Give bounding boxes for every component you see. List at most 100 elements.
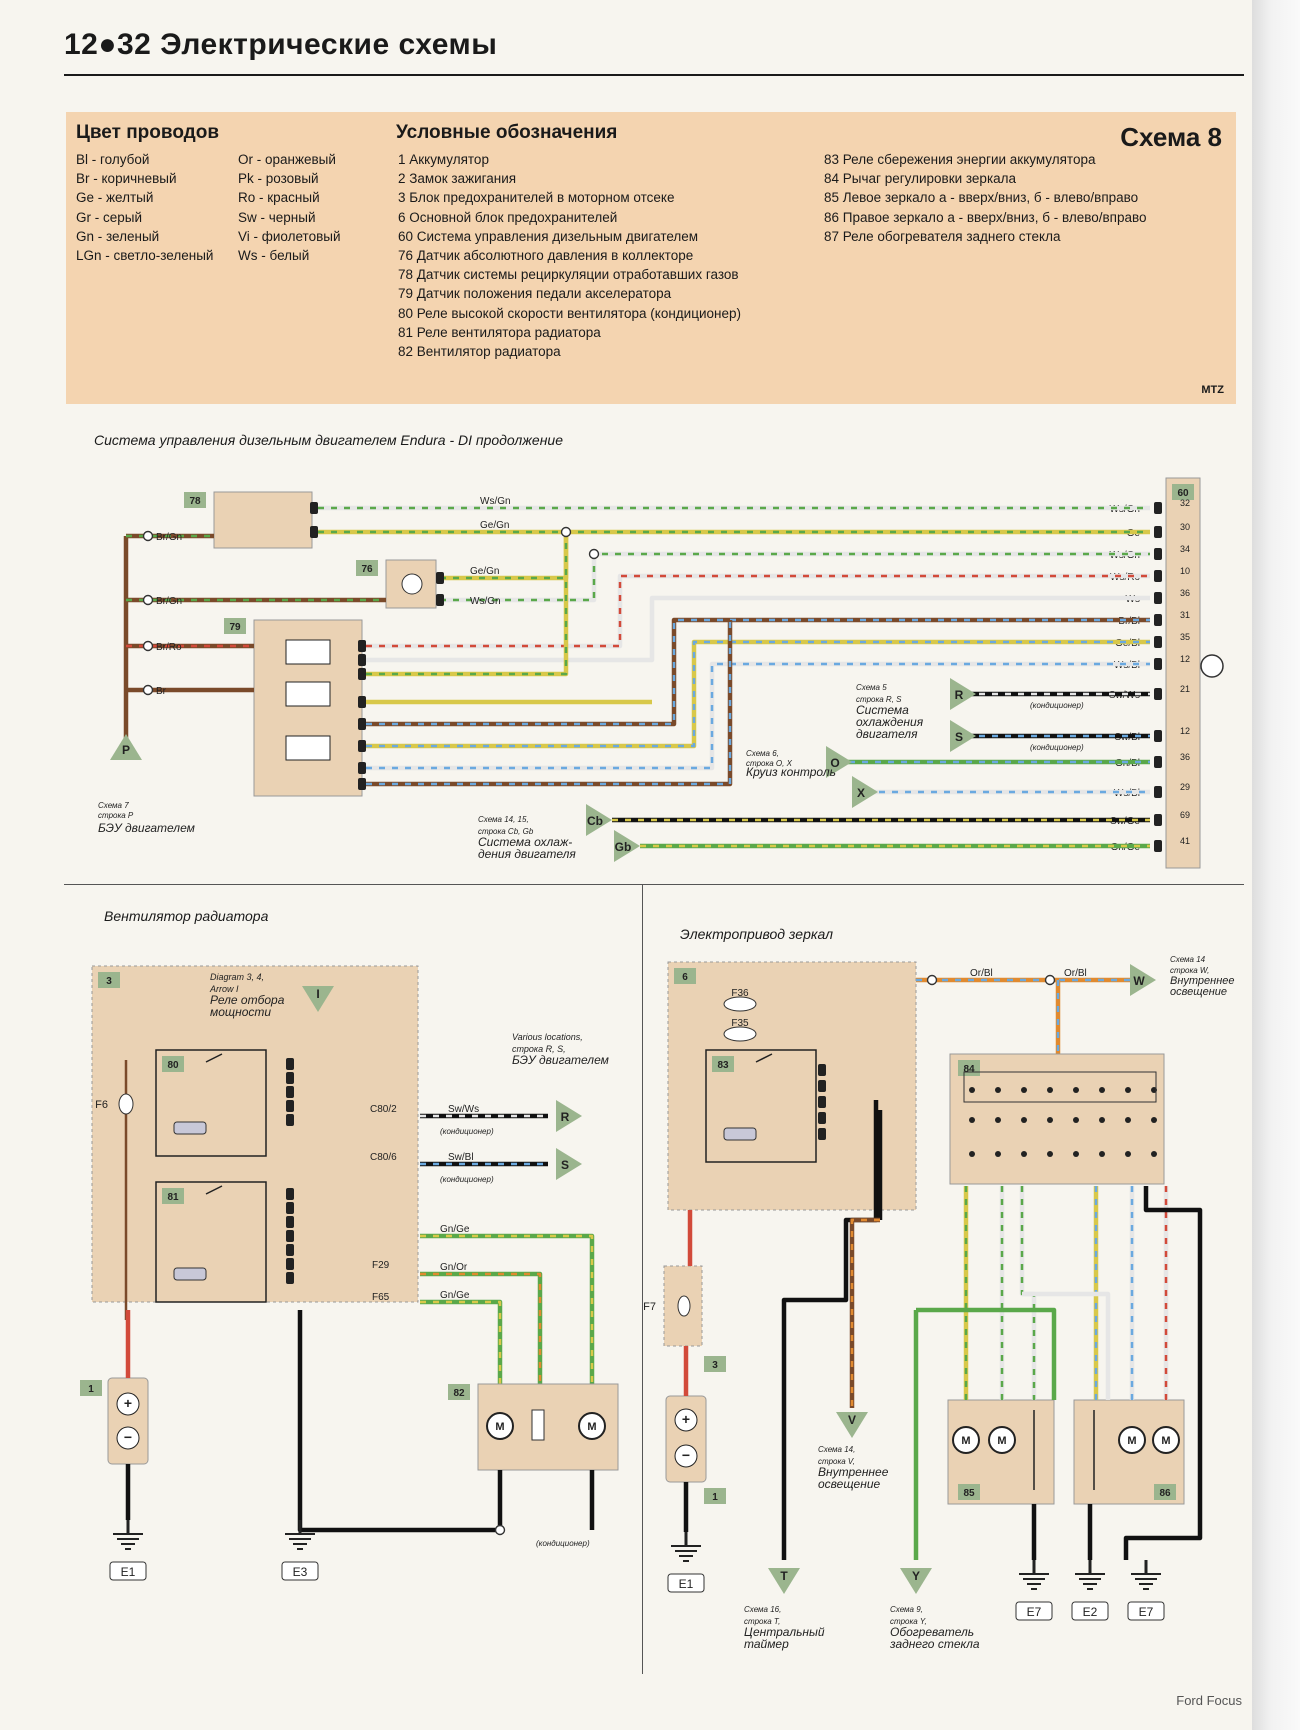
fuse-f35 bbox=[723, 1026, 757, 1042]
connector-pin bbox=[818, 1096, 826, 1108]
component-number: 78 bbox=[189, 496, 201, 507]
legend-line: Or - оранжевый bbox=[238, 152, 336, 167]
ground-tag bbox=[281, 1561, 319, 1581]
legend-line: Ws - белый bbox=[238, 248, 310, 264]
note-text: (кондиционер) bbox=[440, 1175, 494, 1184]
connector-pin bbox=[286, 1086, 294, 1098]
wire-fan-3-stripe bbox=[420, 1300, 502, 1390]
note-text: двигателя bbox=[856, 727, 918, 741]
relay-outline bbox=[155, 1181, 267, 1303]
connector-letter: W bbox=[1133, 974, 1145, 988]
ground-tag bbox=[109, 1561, 147, 1581]
legend-line: 3 Блок предохранителей в моторном отсеке bbox=[398, 190, 675, 206]
splice-dot bbox=[995, 1117, 1001, 1123]
component-number: 3 bbox=[106, 976, 112, 987]
component-number: 83 bbox=[717, 1060, 729, 1071]
wire-label: Br bbox=[156, 686, 167, 697]
splice-dot bbox=[1099, 1151, 1105, 1157]
legend-line: Gr - серый bbox=[76, 209, 143, 225]
fan-resistor bbox=[531, 1409, 545, 1441]
note-text: Круиз контроль bbox=[746, 765, 836, 779]
component-60-ecu bbox=[1165, 477, 1201, 869]
ground-label: E7 bbox=[1027, 1605, 1042, 1619]
connector-arrow bbox=[614, 830, 640, 862]
legend-line: 79 Датчик положения педали акселератора bbox=[398, 286, 672, 302]
wire-label: Or/Bl bbox=[970, 968, 993, 979]
connector-pin bbox=[358, 640, 366, 652]
connector-pin bbox=[818, 1080, 826, 1092]
scheme-label: Схема 8 bbox=[1120, 122, 1222, 152]
component-number: 79 bbox=[229, 622, 241, 633]
note-text: строка R, S bbox=[856, 695, 902, 704]
connector-label: C80/2 bbox=[370, 1104, 397, 1115]
connector-arrow bbox=[852, 776, 878, 808]
wire-79-b bbox=[366, 595, 1150, 663]
component-number: 76 bbox=[361, 564, 373, 575]
connector-arrow bbox=[826, 746, 852, 778]
page-number: 12 bbox=[64, 28, 99, 61]
component-number: 60 bbox=[1177, 488, 1189, 499]
wire-76-ref bbox=[440, 551, 1150, 603]
connector-pin bbox=[310, 502, 318, 514]
motor-symbol bbox=[988, 1426, 1016, 1454]
wire-junction bbox=[588, 548, 600, 560]
note-text: (кондиционер) bbox=[1030, 743, 1084, 752]
connector-letter: O bbox=[830, 756, 839, 770]
note-text: (кондиционер) bbox=[1030, 701, 1084, 710]
switch-contacts bbox=[963, 1071, 1157, 1103]
ground-label: E1 bbox=[121, 1565, 136, 1579]
connector-arrow bbox=[110, 734, 142, 760]
ecu-pin-number: 41 bbox=[1180, 836, 1190, 846]
connector-arrow bbox=[768, 1568, 800, 1594]
header-rule bbox=[64, 74, 1244, 76]
wire-79-h-stripe bbox=[366, 620, 732, 786]
connector-letter: Gb bbox=[615, 840, 632, 854]
connector-pin bbox=[818, 1112, 826, 1124]
legend-line: 85 Левое зеркало а - вверх/вниз, б - вле… bbox=[824, 190, 1139, 206]
battery-minus-sign: − bbox=[682, 1447, 690, 1463]
legend-line: 82 Вентилятор радиатора bbox=[398, 344, 561, 360]
symbols-list-mid: 1 Аккумулятор 2 Замок зажигания 3 Блок п… bbox=[398, 150, 741, 361]
note-text: Система охлаж- bbox=[478, 835, 572, 849]
connector-pin bbox=[358, 718, 366, 730]
note-text: Схема 6, bbox=[746, 749, 779, 758]
battery-minus-sign: − bbox=[124, 1429, 132, 1445]
connector-pin bbox=[358, 654, 366, 666]
connector-arrow bbox=[950, 678, 976, 710]
wire-junction bbox=[142, 594, 154, 606]
section-divider-vertical bbox=[642, 884, 643, 1674]
fuse-label: F65 bbox=[372, 1292, 390, 1303]
ground-tag bbox=[1071, 1601, 1109, 1621]
wire-interior-v bbox=[849, 1217, 880, 1408]
wire-76-sig bbox=[440, 532, 569, 581]
splice-dot bbox=[969, 1087, 975, 1093]
connector-pin bbox=[1154, 814, 1162, 826]
ground-tag bbox=[1015, 1601, 1053, 1621]
wire-label: Sw/Bl bbox=[448, 1152, 474, 1163]
legend-line: 6 Основной блок предохранителей bbox=[398, 209, 618, 225]
fuse-f36 bbox=[723, 996, 757, 1012]
wire-fan-2-stripe bbox=[420, 1272, 542, 1390]
connector-pin bbox=[286, 1202, 294, 1214]
component-tag bbox=[162, 1056, 184, 1072]
wire-timer-t bbox=[781, 1100, 879, 1560]
symbols-title: Условные обозначения bbox=[396, 122, 618, 143]
wire-label: Ws/Gn bbox=[470, 596, 501, 607]
pedal-potentiometer bbox=[285, 681, 331, 707]
wire-junction bbox=[142, 684, 154, 696]
battery-plus bbox=[116, 1392, 140, 1416]
wire-label: Gn/Ge bbox=[440, 1290, 470, 1301]
splice-dot bbox=[1021, 1087, 1027, 1093]
note-text: Diagram 3, 4, bbox=[210, 972, 264, 982]
note-text: Схема 14, bbox=[818, 1445, 855, 1454]
note-text: строка V, bbox=[818, 1457, 855, 1466]
note-text: заднего стекла bbox=[889, 1637, 980, 1651]
wire-label: Ge/Gn bbox=[470, 566, 499, 577]
connector-pin bbox=[1154, 570, 1162, 582]
connector-pin bbox=[1154, 592, 1162, 604]
splice-dot bbox=[1151, 1151, 1157, 1157]
fuse-f7 bbox=[677, 1295, 691, 1317]
component-tag bbox=[80, 1380, 102, 1396]
connector-pin bbox=[1154, 658, 1162, 670]
connector-letter: S bbox=[561, 1158, 569, 1172]
